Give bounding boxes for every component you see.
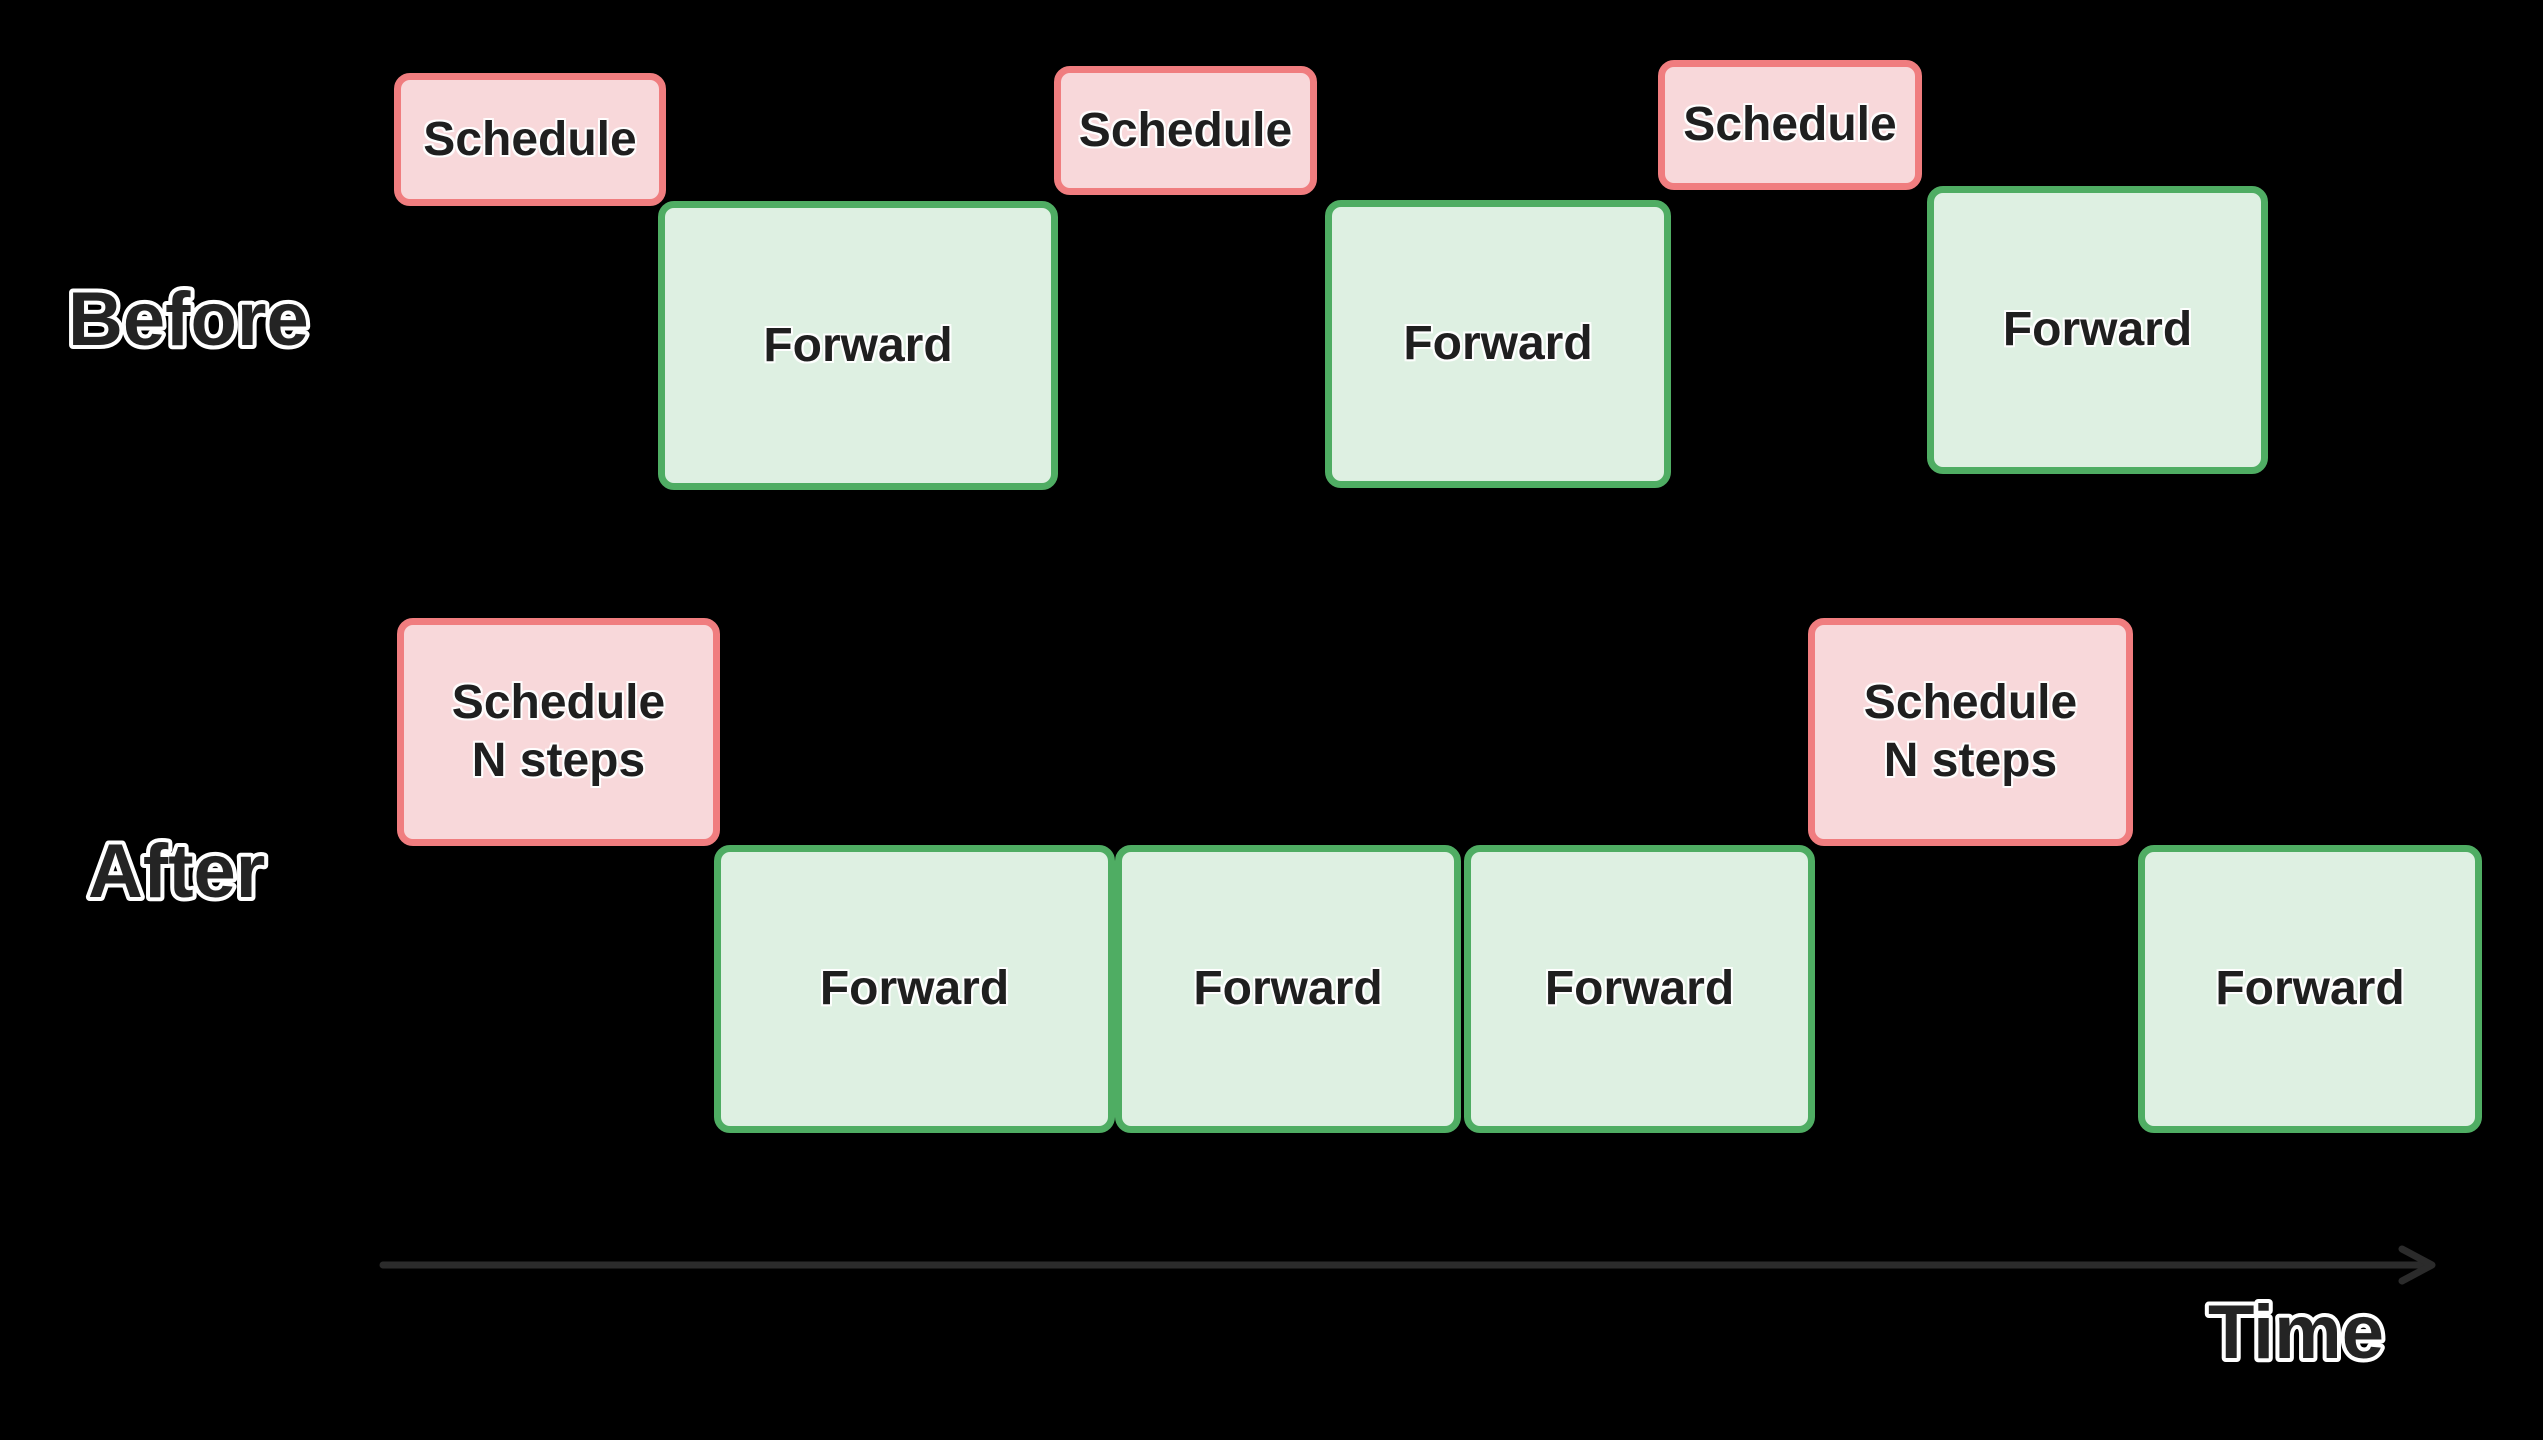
forward-box: Forward [714,845,1115,1133]
forward-box-label: Forward [763,318,953,372]
schedule-box-label: Schedule [451,676,666,730]
schedule-box: Schedule [1658,60,1922,190]
schedule-box-label: Schedule [1078,103,1293,157]
forward-box-label: Forward [819,962,1010,1016]
schedule-box-label: N steps [471,734,646,787]
forward-box-label: Forward [2215,962,2405,1016]
forward-box: Forward [1115,845,1461,1133]
forward-box: Forward [1464,845,1815,1133]
schedule-box: Schedule [1054,66,1317,195]
time-axis-arrowhead-icon [2398,1245,2436,1285]
schedule-box-label: Schedule [1863,676,2078,730]
forward-box: Forward [1927,186,2268,474]
row-label-after: After [88,829,265,914]
forward-box: Forward [2138,845,2482,1133]
schedule-box-label: N steps [1883,734,2058,787]
forward-box-label: Forward [1544,962,1735,1016]
schedule-box-label: Schedule [423,112,637,166]
forward-box-label: Forward [1403,317,1593,371]
forward-box-label: Forward [1193,962,1383,1016]
row-label-before: Before [68,277,309,362]
forward-box: Forward [658,201,1058,490]
schedule-box: Schedule [394,73,666,206]
time-axis-label: Time [2208,1290,2384,1375]
forward-box-label: Forward [2002,303,2193,357]
forward-box: Forward [1325,200,1671,488]
schedule-box-label: Schedule [1683,98,1897,152]
